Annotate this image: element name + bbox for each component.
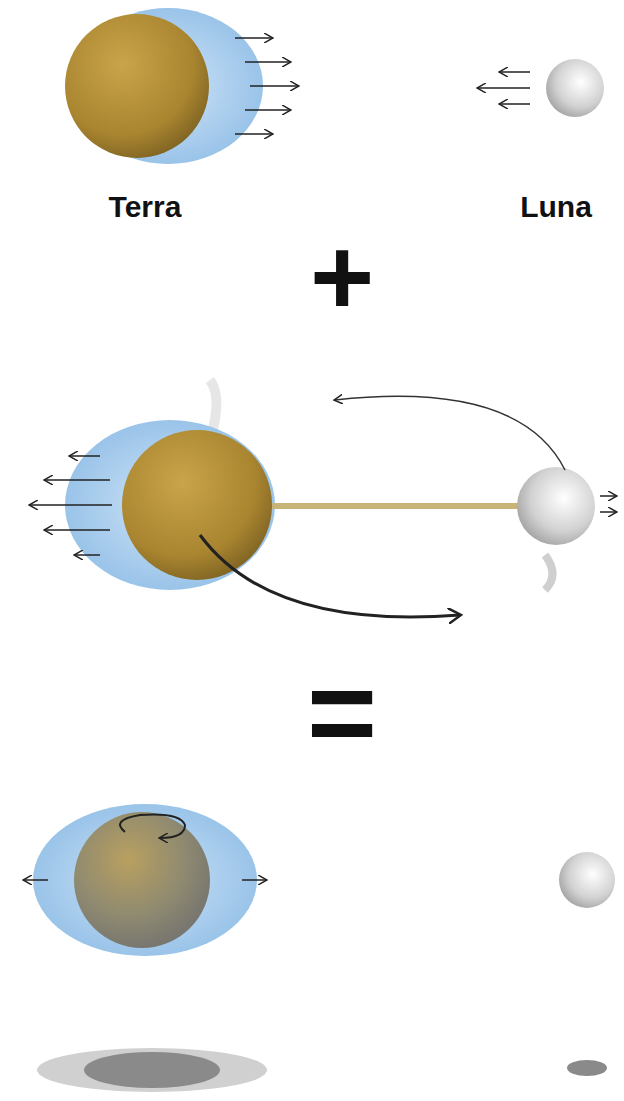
rotation-arrow — [200, 535, 460, 617]
moon-top — [546, 59, 604, 117]
centrifugal-arrows — [30, 456, 616, 555]
moon-middle — [517, 467, 595, 545]
force-arrows — [235, 38, 298, 134]
earth-bottom — [33, 804, 257, 956]
bulge-arrows — [24, 879, 266, 881]
planet-name: Luna — [520, 192, 592, 222]
earth-top — [65, 8, 263, 164]
plus-sign: + — [310, 222, 374, 332]
shadow — [84, 1052, 220, 1088]
rod — [272, 503, 520, 509]
moon-arrows — [478, 72, 530, 104]
shadow — [567, 1060, 607, 1076]
equals-sign: = — [307, 652, 377, 772]
orbit-arrow — [335, 396, 565, 470]
shadow — [37, 1048, 267, 1092]
spin-arrow — [120, 814, 185, 838]
moon-bottom — [559, 852, 615, 908]
planet-name: Terra — [109, 192, 182, 222]
